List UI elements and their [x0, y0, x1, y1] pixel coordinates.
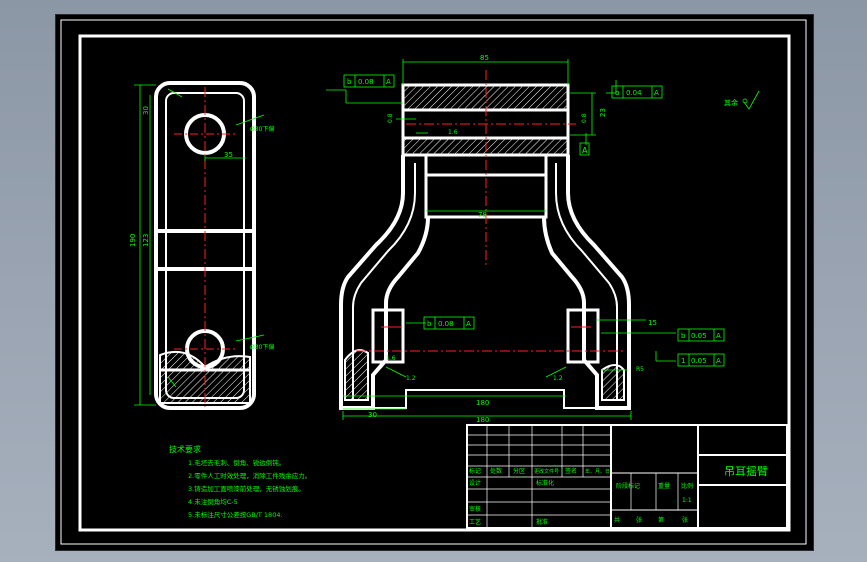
- dim-right-height: 23: [599, 108, 607, 117]
- left-foot: [371, 308, 405, 364]
- main-front-view: A 85 23 0.8 0.8 1.6 78 15 R5 180 180 30 …: [326, 54, 725, 424]
- tb-label-mark: 标记: [469, 467, 481, 475]
- technical-drawing: 190 123 30 35 Ø30下偏 Ø30下偏: [60, 19, 807, 545]
- tb-sheet-unit1: 张: [636, 516, 642, 524]
- svg-text:A: A: [716, 332, 721, 340]
- tb-approve: 批准: [536, 518, 548, 526]
- tb-ratio: 比例: [681, 482, 693, 490]
- main-inner-arm-left: [352, 163, 416, 400]
- svg-text:0.05: 0.05: [691, 357, 707, 365]
- left-dim-total: 190: [129, 234, 137, 247]
- tech-req-item-4: 4.未注倒角均C-5: [188, 497, 238, 506]
- tb-process: 工艺: [469, 518, 481, 526]
- svg-text:其余: 其余: [724, 98, 738, 107]
- left-outer-body: [154, 81, 256, 410]
- tb-label-count: 处数: [490, 467, 502, 475]
- left-side-view: 190 123 30 35 Ø30下偏 Ø30下偏: [129, 81, 274, 410]
- tech-req-item-1: 1.毛坯去毛刺、倒角、锐边倒钝。: [188, 458, 285, 467]
- svg-text:b: b: [347, 78, 352, 86]
- dim-right-thk: 0.8: [581, 113, 588, 123]
- svg-text:0.04: 0.04: [626, 89, 642, 97]
- main-inner-arm-right: [555, 163, 618, 400]
- tech-req-item-3: 3.铸造加工面喷漆前处理，无锈蚀划痕。: [188, 484, 305, 493]
- left-dim-inner: 123: [142, 234, 150, 247]
- left-foot-hatch: [344, 349, 369, 401]
- main-base-outline: [341, 389, 629, 409]
- tb-weight: 重量: [658, 482, 670, 490]
- dim-inner-width: 78: [478, 211, 487, 219]
- title-block: [466, 424, 788, 529]
- svg-text:b: b: [427, 320, 432, 328]
- tb-design: 设计: [469, 479, 481, 487]
- tol-mid: b 0.08 A: [423, 316, 475, 330]
- tech-req-item-5: 5.未标注尺寸公差按GB/T 1804.: [188, 510, 283, 519]
- dim-left-thk: 0.8: [387, 113, 394, 123]
- svg-text:A: A: [654, 89, 659, 97]
- svg-text:A: A: [466, 320, 471, 328]
- dim-left-small1: 1.6: [386, 355, 396, 362]
- tb-sheet-unit2: 张: [682, 516, 688, 524]
- right-foot: [566, 308, 600, 364]
- left-dim-hole-offset: 35: [224, 151, 233, 159]
- roughness-note: 其余: [724, 90, 760, 110]
- drawing-frame-inner: [78, 34, 791, 532]
- left-dim-top-hole: Ø30下偏: [250, 125, 274, 133]
- technical-requirements: 技术要求 1.毛坯去毛刺、倒角、锐边倒钝。 2.零件人工时效处理，消除工件残余应…: [169, 444, 311, 519]
- tol-top-left: b 0.08 A: [343, 74, 395, 88]
- tol-right-1: b 0.05 A: [677, 328, 725, 342]
- svg-text:0.08: 0.08: [438, 320, 454, 328]
- right-foot-hatch: [601, 364, 625, 401]
- dim-left-small2: 1.2: [406, 375, 416, 382]
- dim-right-bot-r: R5: [636, 366, 644, 373]
- tb-stage: 阶段标记: [616, 482, 640, 490]
- svg-text:0.08: 0.08: [358, 78, 374, 86]
- dim-right-bot-width: 15: [648, 319, 657, 327]
- tol-right-2: 1 0.05 A: [677, 353, 725, 367]
- tb-label-docno: 更改文件号: [534, 468, 559, 475]
- dim-bot-outer: 180: [476, 416, 489, 424]
- tb-sheet-total: 共: [614, 516, 620, 524]
- tech-req-item-2: 2.零件人工时效处理，消除工件残余应力。: [188, 471, 311, 480]
- dim-top-width: 85: [480, 54, 489, 62]
- tb-review: 审核: [469, 505, 481, 513]
- svg-text:b: b: [615, 89, 620, 97]
- tb-scale-value: 1:1: [682, 497, 692, 504]
- datum-a-label: A: [582, 146, 588, 155]
- tb-label-zone: 分区: [513, 467, 525, 475]
- tb-label-sign: 签名: [565, 467, 577, 475]
- svg-text:1: 1: [681, 357, 685, 365]
- svg-text:b: b: [681, 332, 686, 340]
- dim-bot-inner: 180: [476, 399, 489, 407]
- left-dim-top: 30: [142, 106, 150, 115]
- svg-text:A: A: [386, 78, 391, 86]
- datum-a-box: [579, 142, 590, 156]
- svg-text:0.05: 0.05: [691, 332, 707, 340]
- drawing-title: 吊耳摇臂: [724, 464, 768, 478]
- tol-top-right: b 0.04 A: [611, 85, 663, 99]
- left-dim-bot-hole: Ø30下偏: [250, 343, 274, 351]
- tb-label-date: 年、月、日: [585, 468, 610, 475]
- cad-drawing-viewport[interactable]: 190 123 30 35 Ø30下偏 Ø30下偏: [55, 14, 814, 551]
- tb-sheet-no: 第: [658, 516, 664, 524]
- dim-bot-h: 30: [368, 411, 377, 419]
- tb-standard: 标准化: [536, 479, 554, 487]
- drawing-frame-outer: [60, 19, 807, 545]
- dim-right-small2: 1.2: [553, 375, 563, 382]
- dim-inner-ref: 1.6: [448, 129, 458, 136]
- tech-req-title: 技术要求: [169, 444, 201, 454]
- svg-text:A: A: [716, 357, 721, 365]
